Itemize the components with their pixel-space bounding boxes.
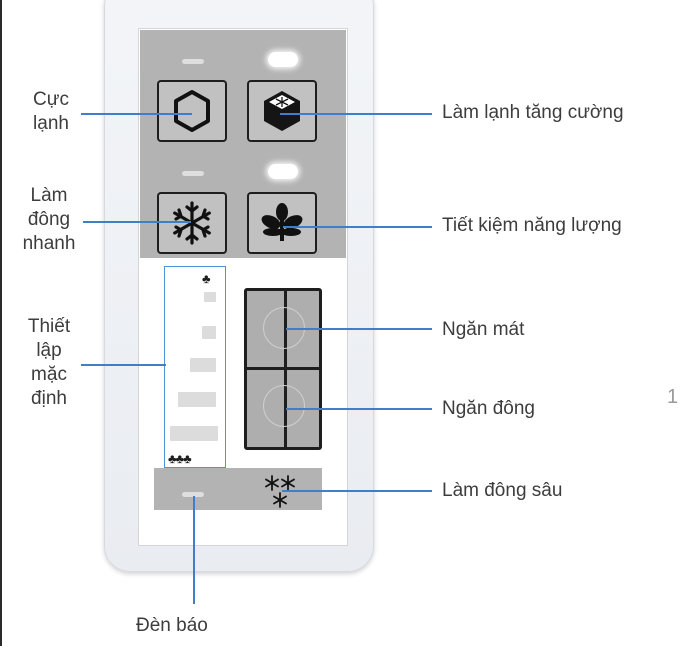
- label-lam-dong-sau: Làm đông sâu: [442, 480, 563, 501]
- leader-lam-dong-nhanh: [83, 221, 191, 223]
- label-line: Cực: [33, 89, 69, 110]
- label-ngan-mat: Ngăn mát: [442, 319, 525, 340]
- led-lam-lanh-tang-cuong: [268, 52, 298, 67]
- door-divider-vertical: [284, 291, 287, 447]
- lam-lanh-tang-cuong-button[interactable]: [247, 80, 317, 142]
- stray-mark: 1: [667, 386, 679, 408]
- double-snowflake-icon: [265, 475, 295, 508]
- label-tiet-kiem-nang-luong: Tiết kiệm năng lượng: [442, 215, 622, 236]
- label-line: lạnh: [33, 113, 69, 134]
- label-ngan-dong: Ngăn đông: [442, 398, 535, 419]
- label-den-bao: Đèn báo: [136, 615, 208, 636]
- leader-lam-dong-sau: [282, 490, 432, 492]
- label-line: Làm: [30, 185, 68, 206]
- label-line: Thiết: [27, 316, 71, 337]
- leader-ngan-dong: [286, 408, 432, 410]
- tiet-kiem-nang-luong-button[interactable]: [247, 192, 317, 254]
- indicator-led: [182, 492, 204, 497]
- ice-cube-icon: [264, 91, 300, 131]
- leader-thiet-lap: [81, 364, 166, 366]
- leader-tiet-kiem: [283, 226, 432, 228]
- label-thiet-lap-mac-dinh: Thiết lập mặc định: [10, 315, 88, 411]
- level-bar-2: [202, 326, 216, 339]
- label-line: đông: [27, 209, 71, 230]
- label-line: mặc: [31, 364, 67, 385]
- door-divider-horizontal: [247, 367, 319, 370]
- leader-den-bao: [193, 496, 195, 604]
- cuc-lanh-button[interactable]: [157, 80, 227, 142]
- fan-low-icon: ♣: [202, 271, 211, 286]
- level-bar-3: [190, 358, 216, 372]
- led-tiet-kiem: [268, 164, 298, 179]
- label-cuc-lanh: Cực lạnh: [14, 88, 88, 136]
- snowflake-icon: [173, 201, 211, 245]
- label-lam-lanh-tang-cuong: Làm lạnh tăng cường: [442, 102, 624, 123]
- label-line: nhanh: [22, 233, 76, 254]
- compartment-buttons[interactable]: [244, 288, 322, 450]
- level-bar-4: [178, 392, 216, 407]
- led-lam-dong-nhanh: [182, 171, 204, 176]
- level-bar-1: [204, 292, 216, 302]
- leader-ngan-mat: [286, 328, 432, 330]
- label-lam-dong-nhanh: Làm đông nhanh: [10, 184, 88, 256]
- led-cuc-lanh: [182, 59, 204, 64]
- leader-cuc-lanh: [81, 113, 192, 115]
- hexagon-icon: [174, 90, 210, 132]
- default-setting-group: [164, 266, 226, 468]
- label-line: lập: [36, 340, 62, 361]
- fan-high-icon: ♣♣♣: [168, 451, 192, 466]
- leader-lam-lanh-tang-cuong: [280, 113, 432, 115]
- left-frame-edge: [0, 0, 2, 646]
- leaf-plant-icon: [261, 203, 303, 241]
- level-bar-5: [170, 426, 218, 441]
- lam-dong-nhanh-button[interactable]: [157, 192, 227, 254]
- ngan-dong-knob[interactable]: [263, 385, 305, 427]
- label-line: định: [31, 388, 67, 409]
- bottom-indicator-panel: [154, 468, 322, 510]
